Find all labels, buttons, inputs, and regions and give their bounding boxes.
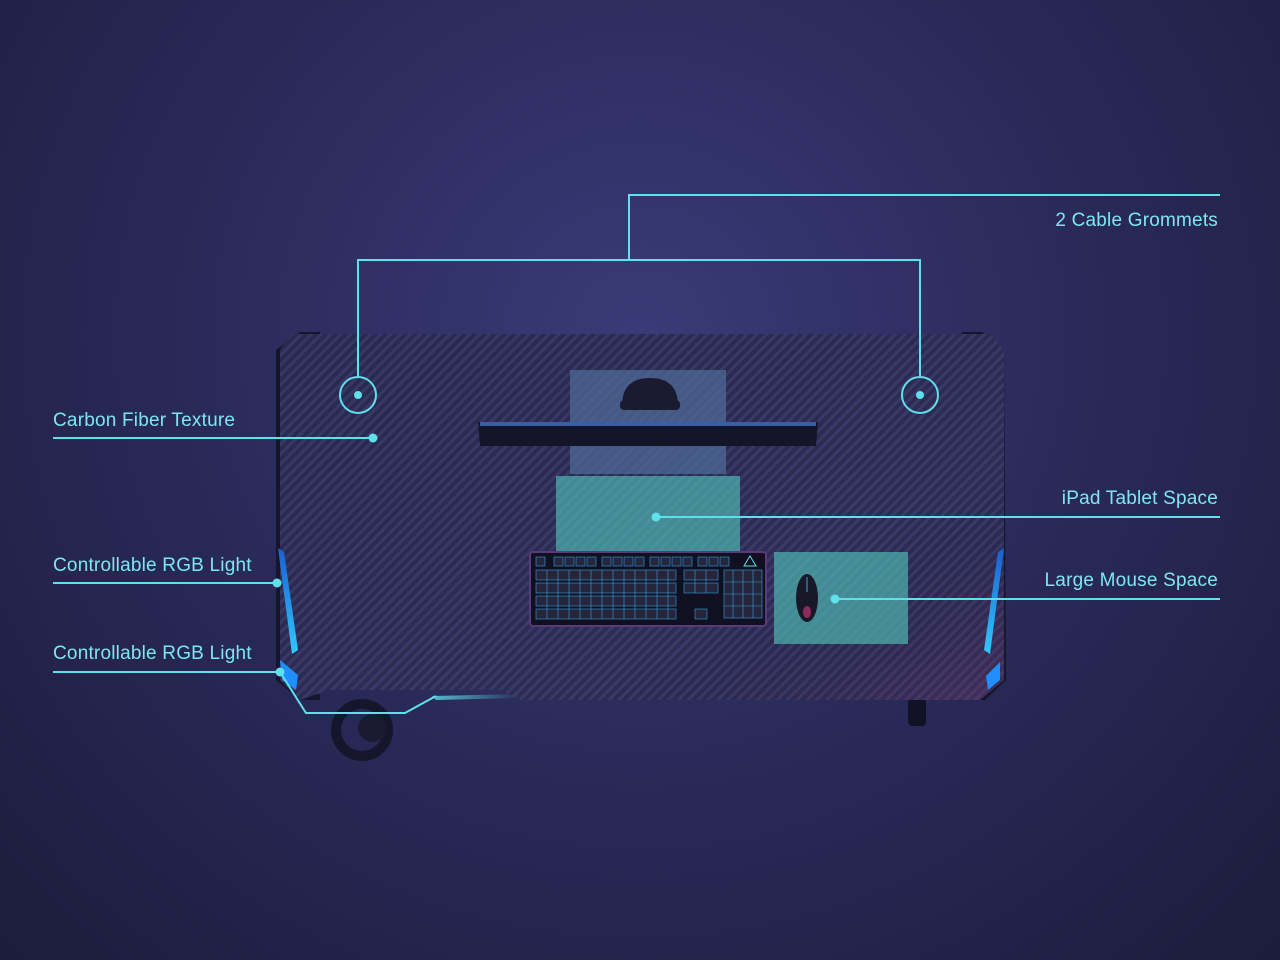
label-controllable-rgb-light-2: Controllable RGB Light (53, 643, 252, 664)
label-ipad-tablet-space: iPad Tablet Space (1061, 488, 1218, 509)
callout-lines (53, 194, 1220, 714)
callout-dots (272, 433, 840, 677)
rgb-light-strips (278, 548, 1004, 700)
ipad-tablet-zone (556, 476, 740, 552)
label-controllable-rgb-light-1: Controllable RGB Light (53, 555, 252, 576)
monitor (478, 370, 818, 474)
keyboard (529, 551, 767, 627)
mouse (796, 574, 818, 622)
label-large-mouse-space: Large Mouse Space (1044, 570, 1218, 591)
cable-grommets (339, 376, 939, 414)
label-cable-grommets: 2 Cable Grommets (1055, 210, 1218, 231)
label-carbon-fiber-texture: Carbon Fiber Texture (53, 410, 236, 431)
